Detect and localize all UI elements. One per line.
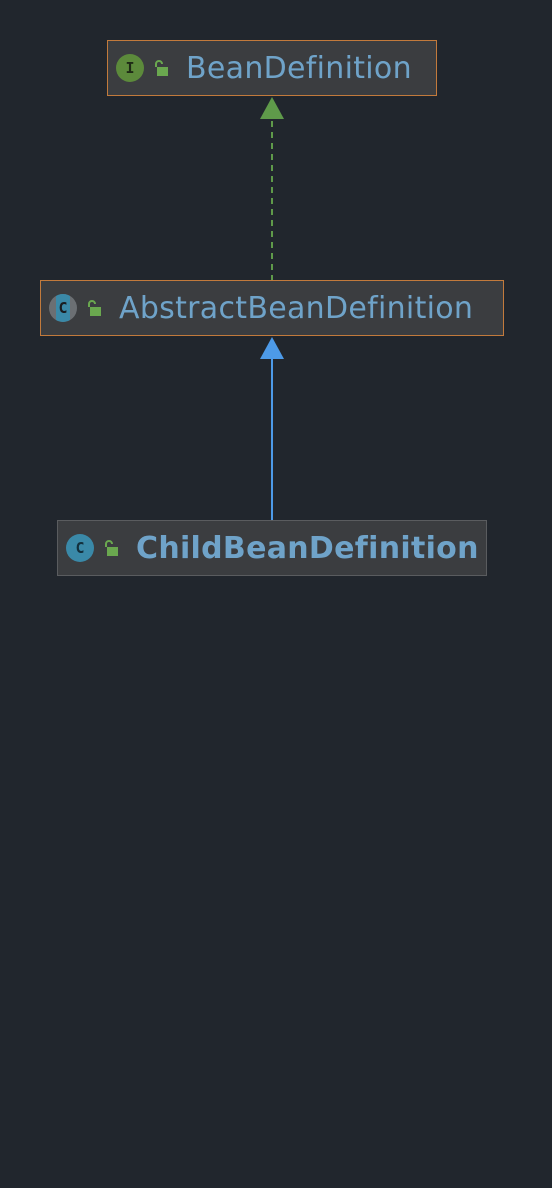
interface-icon: I	[116, 54, 144, 82]
public-visibility-icon	[100, 537, 122, 559]
node-label: AbstractBeanDefinition	[119, 290, 474, 326]
node-bean-definition[interactable]: I BeanDefinition	[107, 40, 437, 96]
public-visibility-icon	[83, 297, 105, 319]
node-child-bean-definition[interactable]: C ChildBeanDefinition	[57, 520, 487, 576]
implements-arrowhead	[260, 97, 284, 119]
node-label: ChildBeanDefinition	[136, 530, 479, 566]
abstract-class-icon-letter: C	[58, 299, 68, 317]
class-icon-letter: C	[75, 539, 85, 557]
public-visibility-icon	[150, 57, 172, 79]
interface-icon-letter: I	[125, 59, 135, 77]
abstract-class-icon: C	[49, 294, 77, 322]
extends-arrowhead	[260, 337, 284, 359]
node-label: BeanDefinition	[186, 50, 412, 86]
class-icon: C	[66, 534, 94, 562]
node-abstract-bean-definition[interactable]: C AbstractBeanDefinition	[40, 280, 504, 336]
